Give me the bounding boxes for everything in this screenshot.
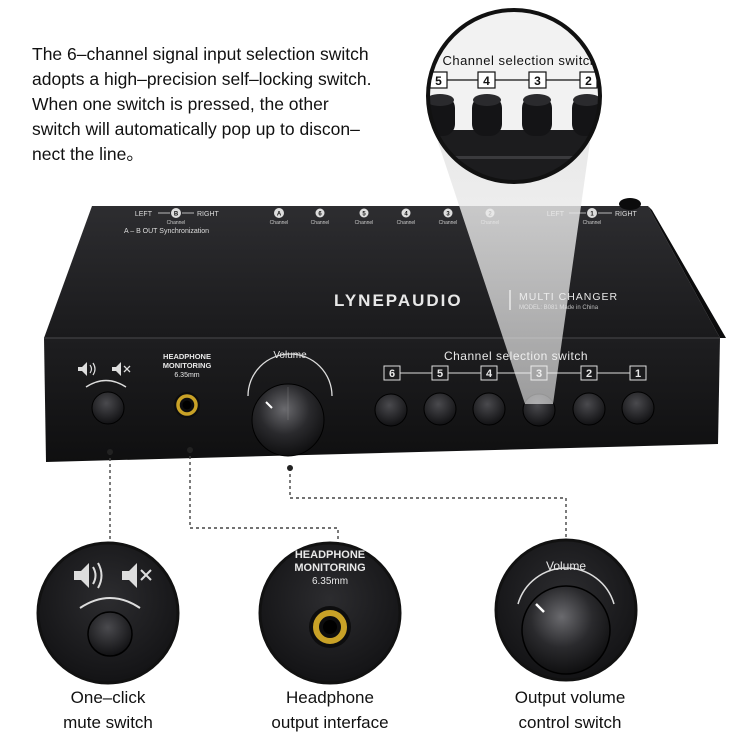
speaker-mute-icon	[112, 362, 131, 376]
callout-headphone-label: HEADPHONE	[295, 549, 365, 561]
callout-connectors	[109, 450, 567, 548]
svg-text:5: 5	[437, 368, 443, 380]
svg-text:Channel: Channel	[355, 220, 374, 226]
channel-button-1[interactable]	[621, 391, 655, 425]
channel-button-4[interactable]	[472, 392, 506, 426]
svg-text:Channel: Channel	[311, 220, 330, 226]
sync-label: A – B OUT Synchronization	[124, 228, 209, 235]
caption-line: One–click	[70, 688, 146, 707]
mute-button[interactable]	[91, 391, 125, 425]
headphone-label: HEADPHONE	[163, 352, 211, 361]
top-label-right: RIGHT	[197, 211, 220, 218]
top-label-1: 1	[590, 212, 594, 218]
callout-volume: Volume	[494, 538, 638, 682]
callout-headphone: HEADPHONE MONITORING 6.35mm	[258, 541, 402, 685]
brand-logo: LYNEPAUDIO	[334, 291, 463, 310]
svg-text:4: 4	[483, 74, 490, 88]
svg-text:2: 2	[585, 74, 592, 88]
svg-text:5: 5	[435, 74, 442, 88]
top-label-a: A	[277, 212, 282, 218]
caption-line: Headphone	[286, 688, 374, 707]
callout-mute	[36, 541, 180, 685]
svg-text:3: 3	[534, 74, 541, 88]
svg-text:4: 4	[404, 212, 408, 218]
svg-text:Channel: Channel	[397, 220, 416, 226]
svg-text:5: 5	[362, 212, 366, 218]
volume-label: Volume	[273, 350, 307, 361]
top-label-b: B	[174, 212, 179, 218]
volume-knob[interactable]	[251, 383, 325, 457]
one-mark-icon	[587, 208, 597, 218]
svg-text:3: 3	[446, 212, 450, 218]
channel-button-6[interactable]	[374, 393, 408, 427]
caption-mute: One–click mute switch	[18, 685, 198, 735]
channel-button-5[interactable]	[423, 392, 457, 426]
top-label-channel: Channel	[270, 220, 289, 226]
description-line: nect the line。	[32, 144, 144, 164]
caption-headphone: Headphone output interface	[240, 685, 420, 735]
caption-line: mute switch	[63, 713, 153, 732]
svg-text:2: 2	[586, 368, 592, 380]
rear-jack-icon	[619, 198, 641, 210]
svg-text:6: 6	[318, 212, 322, 218]
headphone-label: 6.35mm	[174, 372, 199, 379]
callout-volume-label: Volume	[546, 559, 586, 573]
callout-headphone-label: 6.35mm	[312, 576, 348, 587]
caption-line: control switch	[518, 713, 622, 732]
description-text: The 6–channel signal input selection swi…	[32, 42, 422, 167]
caption-line: output interface	[271, 713, 389, 732]
zoom-channel-label: Channel selection switch	[442, 53, 597, 68]
svg-text:1: 1	[635, 368, 641, 380]
top-label-channel: Channel	[583, 220, 602, 226]
headphone-label: MONITORING	[163, 361, 212, 370]
caption-line: Output volume	[514, 688, 626, 707]
speaker-mute-icon	[122, 563, 152, 588]
speaker-on-icon	[78, 362, 96, 376]
speaker-on-icon	[74, 562, 103, 589]
a-mark-icon	[274, 208, 284, 218]
b-mark-icon	[171, 208, 181, 218]
top-label-left: LEFT	[135, 211, 153, 218]
top-label-right-2: RIGHT	[615, 211, 638, 218]
device-side	[648, 206, 726, 338]
description-line: When one switch is pressed, the other	[32, 94, 329, 114]
top-label-channel: Channel	[167, 220, 186, 226]
magnifier-beam	[438, 142, 590, 404]
svg-text:6: 6	[389, 368, 395, 380]
channel-button-2[interactable]	[572, 392, 606, 426]
callout-headphone-label: MONITORING	[294, 562, 365, 574]
description-line: adopts a high–precision self–locking swi…	[32, 69, 372, 89]
description-line: The 6–channel signal input selection swi…	[32, 44, 369, 64]
svg-text:Channel: Channel	[439, 220, 458, 226]
description-line: switch will automatically pop up to disc…	[32, 119, 360, 139]
svg-text:4: 4	[486, 368, 493, 380]
device-top-face	[44, 206, 720, 338]
caption-volume: Output volume control switch	[470, 685, 670, 735]
zoom-circle-channel-switch: Channel selection switch 5 4 3 2	[426, 8, 602, 184]
